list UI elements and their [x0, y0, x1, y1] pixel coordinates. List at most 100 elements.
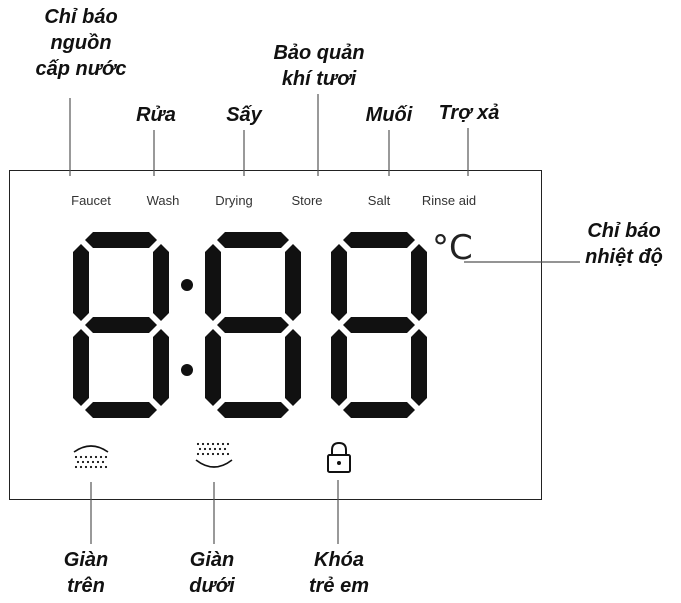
lower-spray-dot: [216, 442, 220, 446]
callout-store-line2: khí tươi: [281, 68, 357, 90]
digit-1-segment-b: [153, 244, 169, 321]
leader-lines: [69, 94, 580, 544]
lower-spray-dot: [221, 452, 225, 456]
upper-spray-dot: [89, 465, 93, 469]
lower-spray-dot: [196, 442, 200, 446]
lower-spray-dot: [198, 447, 202, 451]
lower-spray-dot: [216, 452, 220, 456]
indicator-wash: Wash: [146, 193, 180, 208]
celsius-icon: °C: [432, 228, 473, 268]
upper-spray-dot: [89, 455, 93, 459]
upper-spray-dot: [74, 465, 78, 469]
upper-spray-dot: [74, 455, 78, 459]
upper-spray-dot: [99, 465, 103, 469]
callout-drying: Sấy: [214, 102, 274, 128]
callout-faucet: Chỉ báo nguồn cấp nước: [22, 4, 140, 82]
lower-spray-dot: [206, 442, 210, 446]
digit-3-segment-d: [343, 402, 415, 418]
digit-2-segment-d: [217, 402, 289, 418]
upper-spray-dot: [96, 460, 100, 464]
digit-1-segment-g: [85, 317, 157, 333]
digit-1-segment-e: [73, 329, 89, 406]
callout-upper-rack: Giàn trên: [46, 547, 126, 599]
callout-drying-line1: Sấy: [226, 104, 262, 126]
indicator-drying: Drying: [215, 193, 253, 208]
lower-spray-dot: [226, 452, 230, 456]
callout-temp-line1: Chỉ báo: [587, 220, 661, 242]
callout-wash-line1: Rửa: [136, 104, 176, 126]
lower-spray-dot: [206, 452, 210, 456]
upper-spray-dot: [81, 460, 85, 464]
callout-store-line1: Bảo quản: [273, 42, 365, 64]
callout-lower-rack: Giàn dưới: [172, 547, 252, 599]
upper-spray-dot: [91, 460, 95, 464]
lower-spray-dot: [218, 447, 222, 451]
indicator-salt: Salt: [367, 193, 391, 208]
upper-spray-dot: [84, 465, 88, 469]
lower-spray-dot: [201, 452, 205, 456]
digit-3-segment-a: [343, 232, 415, 248]
callout-faucet-line3: cấp nước: [35, 58, 127, 80]
upper-spray-dot: [104, 455, 108, 459]
lower-spray-dot: [203, 447, 207, 451]
digit-1-segment-c: [153, 329, 169, 406]
digit-3-segment-e: [331, 329, 347, 406]
digit-2-segment-f: [205, 244, 221, 321]
callout-faucet-line2: nguồn: [50, 32, 112, 54]
callout-lower-line2: dưới: [189, 575, 235, 597]
upper-spray-dot: [84, 455, 88, 459]
upper-spray-dot: [86, 460, 90, 464]
digit-2-segment-c: [285, 329, 301, 406]
lower-spray-dot: [208, 447, 212, 451]
lower-spray-dot: [211, 452, 215, 456]
callout-salt: Muối: [356, 102, 422, 128]
upper-spray-dot: [79, 455, 83, 459]
callout-temp-line2: nhiệt độ: [585, 246, 663, 268]
digit-1-segment-f: [73, 244, 89, 321]
indicator-rinse-aid: Rinse aid: [421, 193, 477, 208]
lower-spray-dot: [213, 447, 217, 451]
digit-1-segment-d: [85, 402, 157, 418]
upper-spray-dot: [99, 455, 103, 459]
callout-faucet-line1: Chỉ báo: [44, 6, 118, 28]
lock-icon: [327, 441, 351, 473]
upper-spray-dot: [94, 465, 98, 469]
upper-spray-dot: [79, 465, 83, 469]
lower-spray-dot: [196, 452, 200, 456]
digit-1-segment-a: [85, 232, 157, 248]
callout-temperature: Chỉ báo nhiệt độ: [572, 218, 676, 270]
lower-spray-icon: [195, 442, 233, 468]
lower-spray-dot: [221, 442, 225, 446]
digit-3-segment-g: [343, 317, 415, 333]
seven-segment-display: [73, 232, 427, 418]
digit-3-segment-f: [331, 244, 347, 321]
lower-spray-dot: [223, 447, 227, 451]
callout-salt-line1: Muối: [365, 104, 413, 126]
upper-spray-dot: [101, 460, 105, 464]
digit-3-segment-c: [411, 329, 427, 406]
indicator-store: Store: [291, 193, 323, 208]
display-panel: [9, 170, 542, 500]
digit-2-segment-a: [217, 232, 289, 248]
digit-2-segment-g: [217, 317, 289, 333]
colon-dot-top: [181, 279, 193, 291]
lower-spray-dot: [201, 442, 205, 446]
digit-2-segment-e: [205, 329, 221, 406]
lower-spray-dot: [226, 442, 230, 446]
upper-spray-dot: [94, 455, 98, 459]
colon-dot-bottom: [181, 364, 193, 376]
callout-store: Bảo quản khí tươi: [256, 40, 382, 92]
upper-spray-icon: [73, 445, 109, 469]
callout-child-lock: Khóa trẻ em: [286, 547, 392, 599]
callout-wash: Rửa: [128, 102, 184, 128]
upper-spray-dot: [104, 465, 108, 469]
callout-lower-line1: Giàn: [189, 549, 235, 571]
callout-lock-line1: Khóa: [314, 549, 364, 571]
digit-3-segment-b: [411, 244, 427, 321]
callout-upper-line1: Giàn: [63, 549, 109, 571]
upper-spray-dot: [76, 460, 80, 464]
indicator-faucet: Faucet: [71, 193, 111, 208]
callout-lock-line2: trẻ em: [308, 575, 370, 597]
lower-spray-dot: [211, 442, 215, 446]
